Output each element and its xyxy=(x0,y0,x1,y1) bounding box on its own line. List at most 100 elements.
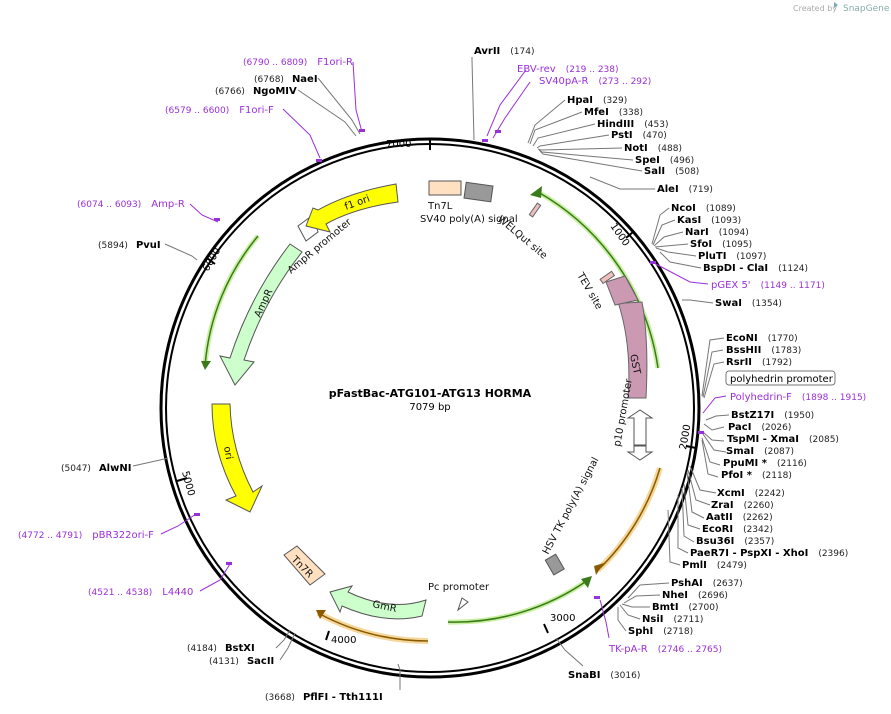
site-snabi[interactable]: SnaBI(3016) xyxy=(568,670,640,681)
tick-2000-label: 2000 xyxy=(678,424,693,451)
primer-tk-pa-r[interactable]: TK-pA-R(2746 .. 2765) xyxy=(608,644,722,655)
site-bmti[interactable]: BmtI(2700) xyxy=(652,602,718,613)
plasmid-name: pFastBac-ATG101-ATG13 HORMA xyxy=(329,387,532,400)
primer-polyhedrin-f[interactable]: Polyhedrin-F(1898 .. 1915) xyxy=(730,392,866,403)
site-pflfi-tth111i[interactable]: (3668)PflFI - Tth111I xyxy=(265,692,383,703)
tn7r-feature xyxy=(283,545,326,586)
hsv-tk-polya-label: HSV TK poly(A) signal xyxy=(541,456,602,557)
site-bstxi[interactable]: (4184)BstXI xyxy=(187,643,255,654)
ori-label: ori xyxy=(221,446,234,461)
primer-pbr322ori-f[interactable]: (4772 .. 4791)pBR322ori-F xyxy=(18,530,154,541)
site-mfei[interactable]: MfeI(338) xyxy=(584,107,643,118)
orange-bottom-arrowhead xyxy=(316,610,326,619)
backbone-outer-ring xyxy=(159,137,701,679)
gmr-feature xyxy=(329,585,427,620)
site-alei[interactable]: AleI(719) xyxy=(657,184,713,195)
site-bspdi-clai[interactable]: BspDI - ClaI(1124) xyxy=(703,263,808,274)
primer-sv40pa-r[interactable]: SV40pA-R(273 .. 292) xyxy=(539,76,651,87)
site-ngomiv[interactable]: (6766)NgoMIV xyxy=(215,86,297,97)
polyhedrin-promoter-label: polyhedrin promoter xyxy=(730,374,834,385)
primer-amp-r[interactable]: (6074 .. 6093)Amp-R xyxy=(77,199,185,210)
site-smai[interactable]: SmaI(2087) xyxy=(726,446,794,457)
orange-arc-bottom-line xyxy=(317,612,429,642)
snapgene-credit: Created by SnapGene xyxy=(793,2,890,14)
tick-5000-label: 5000 xyxy=(179,470,196,497)
green-bottom-arrowhead xyxy=(581,576,592,588)
f1-ori-feature xyxy=(305,183,399,233)
p10-promoter-arrow-2 xyxy=(626,445,654,461)
primer-f1ori-r[interactable]: (6790 .. 6809)F1ori-R xyxy=(243,57,353,68)
gst-label: GST xyxy=(627,353,642,376)
site-nsii[interactable]: NsiI(2711) xyxy=(642,614,703,625)
primer-pgex5[interactable]: pGEX 5'(1149 .. 1171) xyxy=(711,280,825,291)
site-pshai[interactable]: PshAI(2637) xyxy=(671,578,743,589)
site-xcmi[interactable]: XcmI(2242) xyxy=(717,488,785,499)
gst-feature xyxy=(617,301,648,399)
site-econi[interactable]: EcoNI(1770) xyxy=(726,333,798,344)
site-aatii[interactable]: AatII(2262) xyxy=(706,512,773,523)
welqut-site-label: WELQut site xyxy=(495,214,549,262)
tick-4000-label: 4000 xyxy=(331,635,356,646)
site-spei[interactable]: SpeI(496) xyxy=(635,155,694,166)
site-rsrii[interactable]: RsrII(1792) xyxy=(726,357,792,368)
pc-promoter-marker xyxy=(456,597,469,612)
site-hindiii[interactable]: HindIII(453) xyxy=(597,119,668,130)
p10-promoter-label: p10 promoter xyxy=(612,377,635,447)
site-pluti[interactable]: PluTI(1097) xyxy=(698,251,766,262)
site-noti[interactable]: NotI(488) xyxy=(624,143,682,154)
tick-marks xyxy=(176,140,697,641)
site-hpai[interactable]: HpaI(329) xyxy=(567,95,627,106)
plasmid-size: 7079 bp xyxy=(409,402,450,413)
site-swai[interactable]: SwaI(1354) xyxy=(715,298,782,309)
primer-f1ori-f[interactable]: (6579 .. 6600)F1ori-F xyxy=(165,105,274,116)
credit-prefix: Created by xyxy=(793,4,837,13)
tick-7000-label: 7000 xyxy=(386,139,411,150)
site-sacii[interactable]: (4131)SacII xyxy=(209,656,274,667)
ampr-feature xyxy=(219,243,303,386)
credit-brand: SnapGene xyxy=(843,4,890,14)
green-left-arrowhead xyxy=(201,361,211,370)
site-pvui[interactable]: (5894)PvuI xyxy=(98,240,161,251)
pc-promoter-label: Pc promoter xyxy=(428,582,490,593)
site-sfoi[interactable]: SfoI(1095) xyxy=(690,239,752,250)
primer-l4440[interactable]: (4521 .. 4538)L4440 xyxy=(88,587,193,598)
site-tspmi-xmai[interactable]: TspMI - XmaI(2085) xyxy=(727,434,839,445)
welqut-site-marker xyxy=(528,202,542,218)
site-kasi[interactable]: KasI(1093) xyxy=(677,215,741,226)
site-zrai[interactable]: ZraI(2260) xyxy=(711,500,774,511)
site-nhei[interactable]: NheI(2696) xyxy=(662,590,728,601)
site-bsshii[interactable]: BssHII(1783) xyxy=(726,345,801,356)
tick-6000-mark xyxy=(206,257,216,265)
primer-leader-lines xyxy=(160,61,727,639)
site-nari[interactable]: NarI(1094) xyxy=(685,227,749,238)
tick-4000-mark xyxy=(325,630,330,641)
site-paer7i-pspxi-xhoi[interactable]: PaeR7I - PspXI - XhoI(2396) xyxy=(690,548,848,559)
green-arc-arrowhead xyxy=(530,186,542,198)
sv40-polya-label: SV40 poly(A) signal xyxy=(420,214,518,225)
site-alwni[interactable]: (5047)AlwNI xyxy=(61,463,131,474)
site-pmli[interactable]: PmlI(2479) xyxy=(682,560,747,571)
site-pfoi[interactable]: PfoI *(2118) xyxy=(721,470,792,481)
site-sali[interactable]: SalI(508) xyxy=(644,166,699,177)
site-naei[interactable]: (6768)NaeI xyxy=(254,74,318,85)
sv40-polya-feature xyxy=(463,181,494,203)
site-bstz17i[interactable]: BstZ17I(1950) xyxy=(731,410,814,421)
green-backbone-arc-right-line xyxy=(537,191,659,369)
primer-markers xyxy=(194,129,704,599)
site-ppumi[interactable]: PpuMI *(2116) xyxy=(723,458,807,469)
snapgene-logo-icon xyxy=(834,2,838,8)
site-leader-lines xyxy=(132,57,730,690)
site-ncoi[interactable]: NcoI(1089) xyxy=(671,203,736,214)
tn7l-label: Tn7L xyxy=(427,201,453,212)
site-paci[interactable]: PacI(2026) xyxy=(728,422,791,433)
gst-arrowhead xyxy=(605,275,639,306)
site-ecori[interactable]: EcoRI(2342) xyxy=(702,524,773,535)
site-psti[interactable]: PstI(470) xyxy=(611,130,667,141)
primer-ebv-rev[interactable]: EBV-rev(219 .. 238) xyxy=(517,64,619,75)
site-avrii[interactable]: AvrII(174) xyxy=(474,46,534,57)
tick-5000-mark xyxy=(176,477,188,482)
site-sphi[interactable]: SphI(2718) xyxy=(628,626,693,637)
tn7l-feature xyxy=(428,180,462,196)
site-bsu36i[interactable]: Bsu36I(2357) xyxy=(696,536,774,547)
